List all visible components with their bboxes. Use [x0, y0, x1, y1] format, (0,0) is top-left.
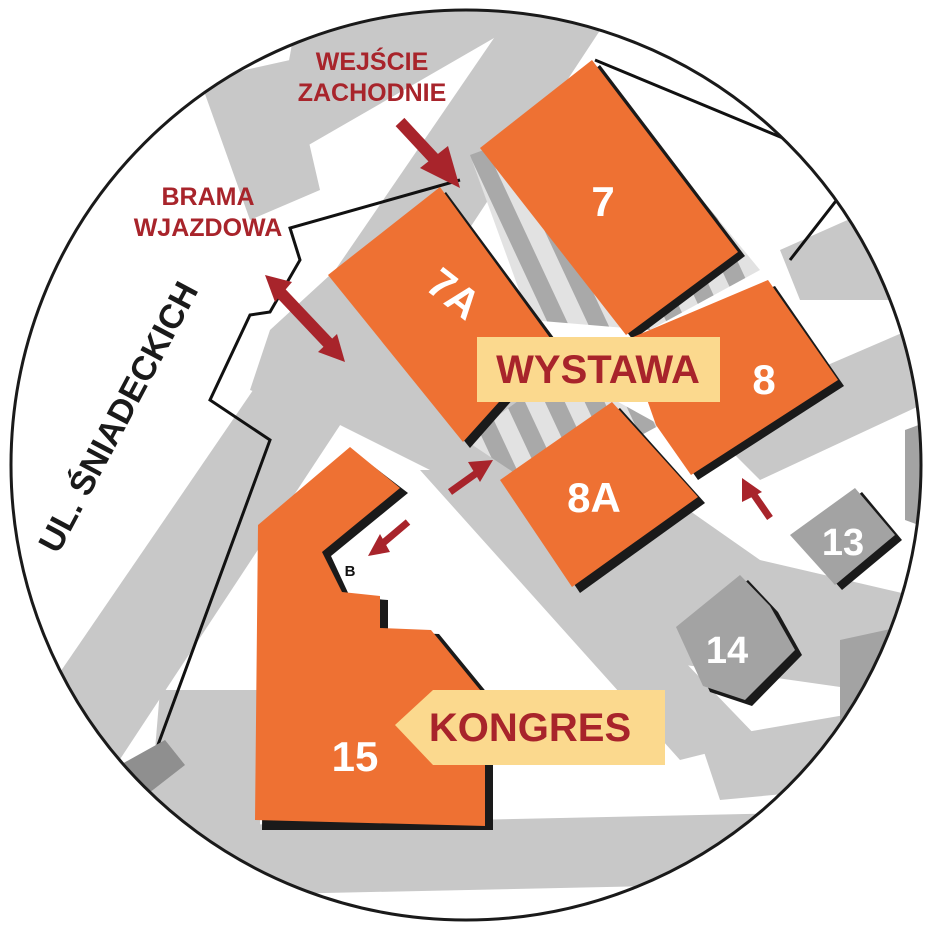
exhibition-label-box	[477, 337, 720, 402]
label-boxes	[395, 337, 720, 765]
arrow-7a-shaft	[447, 469, 481, 495]
arrow-7a-head	[468, 460, 493, 482]
map-frame	[9, 8, 923, 922]
arrow-gate-shaft	[273, 285, 335, 350]
road-diagonal-south	[420, 470, 760, 760]
gate-label-1: BRAMA	[161, 183, 254, 211]
street-sniadeckich	[11, 10, 620, 850]
exhibition-label: WYSTAWA	[496, 348, 700, 392]
road-left-lower	[140, 690, 260, 920]
road-north-branch	[280, 10, 560, 150]
arrow-8-shaft	[749, 490, 773, 520]
west-entrance-label-2: ZACHODNIE	[298, 79, 447, 107]
west-entrance-label-1: WEJŚCIE	[316, 46, 429, 76]
building-edge-right	[905, 420, 921, 530]
hall-7	[480, 60, 738, 335]
building-13-label: 13	[822, 522, 864, 564]
arrow-gate-head-2	[318, 334, 345, 362]
congress-label-box	[395, 690, 665, 765]
congress-label: KONGRES	[429, 706, 631, 750]
building-13	[790, 488, 895, 585]
boundary-northeast	[649, 10, 701, 32]
hall-8a	[500, 402, 698, 587]
arrow-8-head	[742, 478, 762, 502]
hall-15-label: 15	[332, 733, 379, 780]
hall-8a-label: 8A	[567, 474, 621, 521]
arrows	[265, 117, 773, 556]
arrow-west-entrance-head	[420, 146, 460, 188]
hall-8	[626, 280, 838, 475]
building-14	[676, 575, 795, 700]
gate-label-2: WJAZDOWA	[134, 214, 283, 242]
hall-8-label: 8	[752, 356, 775, 403]
entrance-b-label: B	[345, 563, 356, 580]
building-14-label: 14	[706, 630, 748, 672]
arrow-gate-head-1	[265, 275, 292, 302]
hall-7-label: 7	[591, 178, 614, 225]
boundary-west	[88, 178, 461, 920]
arrow-b-shaft	[379, 519, 411, 547]
arrow-b-head	[368, 534, 390, 556]
